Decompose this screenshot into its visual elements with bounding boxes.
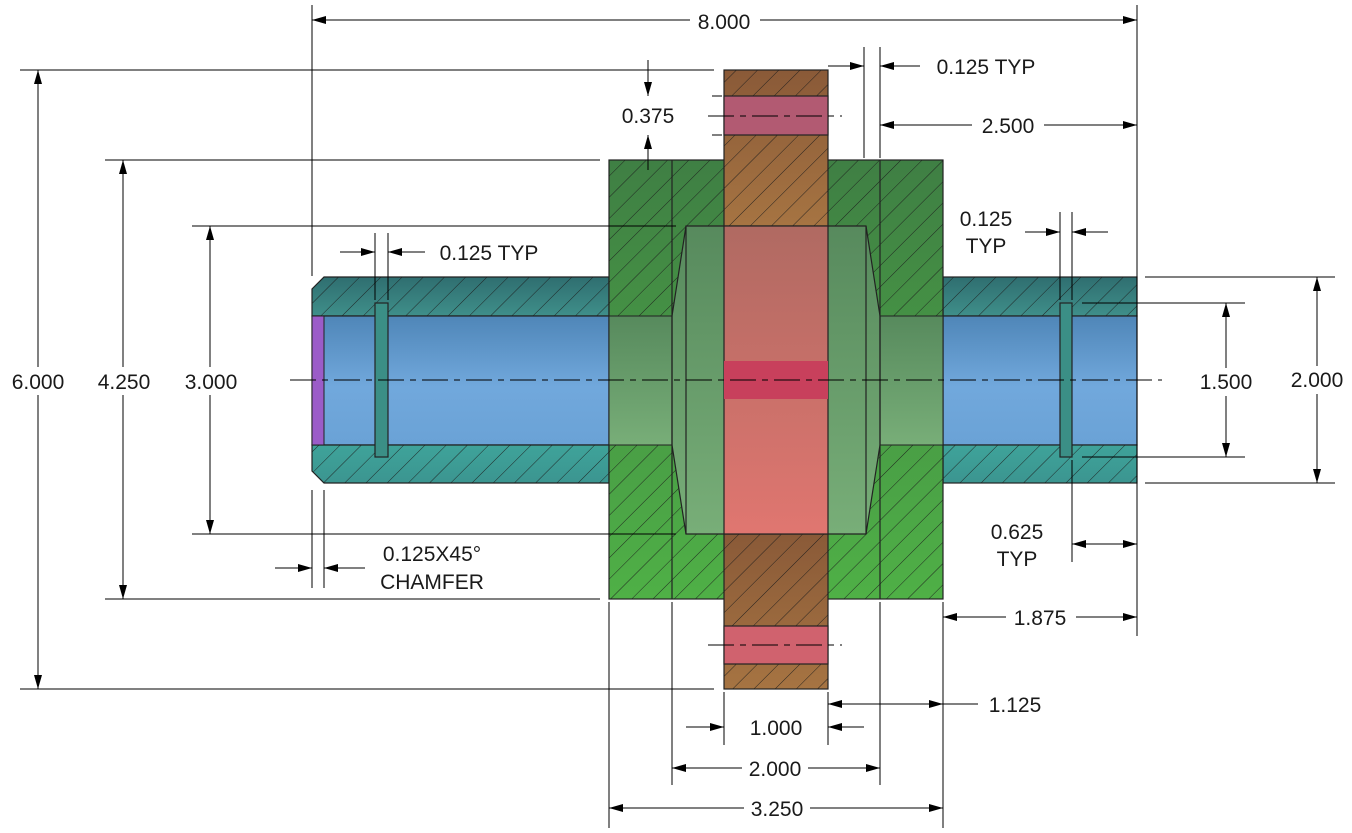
dim-gap-top-typ: 0.125 TYP bbox=[937, 56, 1036, 79]
dim-chamfer-b: CHAMFER bbox=[380, 571, 484, 594]
dim-1875: 1.875 bbox=[1014, 607, 1067, 630]
dim-chamfer-a: 0.125X45° bbox=[383, 543, 481, 566]
dim-width-3250: 3.250 bbox=[751, 798, 804, 821]
dim-height-3: 3.000 bbox=[185, 371, 238, 394]
dim-width-1000: 1.000 bbox=[750, 717, 803, 740]
dim-groove-pos-b: TYP bbox=[997, 548, 1038, 571]
dim-2500: 2.500 bbox=[982, 115, 1035, 138]
dim-bore-1500: 1.500 bbox=[1200, 371, 1253, 394]
dim-hub-0375: 0.375 bbox=[622, 105, 675, 128]
left-shaft bbox=[311, 276, 610, 484]
dim-width-2000: 2.000 bbox=[749, 758, 802, 781]
dim-overall-length: 8.000 bbox=[698, 11, 751, 34]
dim-groove-right-a: 0.125 bbox=[960, 208, 1013, 231]
dim-1125: 1.125 bbox=[989, 694, 1042, 717]
dim-height-6: 6.000 bbox=[12, 371, 65, 394]
dim-groove-pos-a: 0.625 bbox=[991, 521, 1044, 544]
gear bbox=[723, 69, 829, 690]
dimension-labels: 8.000 6.000 4.250 3.000 0.375 0.125 TYP … bbox=[12, 11, 1344, 821]
dim-shaft-2000: 2.000 bbox=[1291, 369, 1344, 392]
dim-groove-left-typ: 0.125 TYP bbox=[440, 242, 539, 265]
center-lines bbox=[290, 115, 1162, 646]
label-backgrounds bbox=[4, 8, 1350, 821]
dim-groove-right-b: TYP bbox=[966, 235, 1007, 258]
extension-lines bbox=[20, 5, 1335, 828]
dim-height-4250: 4.250 bbox=[98, 371, 151, 394]
